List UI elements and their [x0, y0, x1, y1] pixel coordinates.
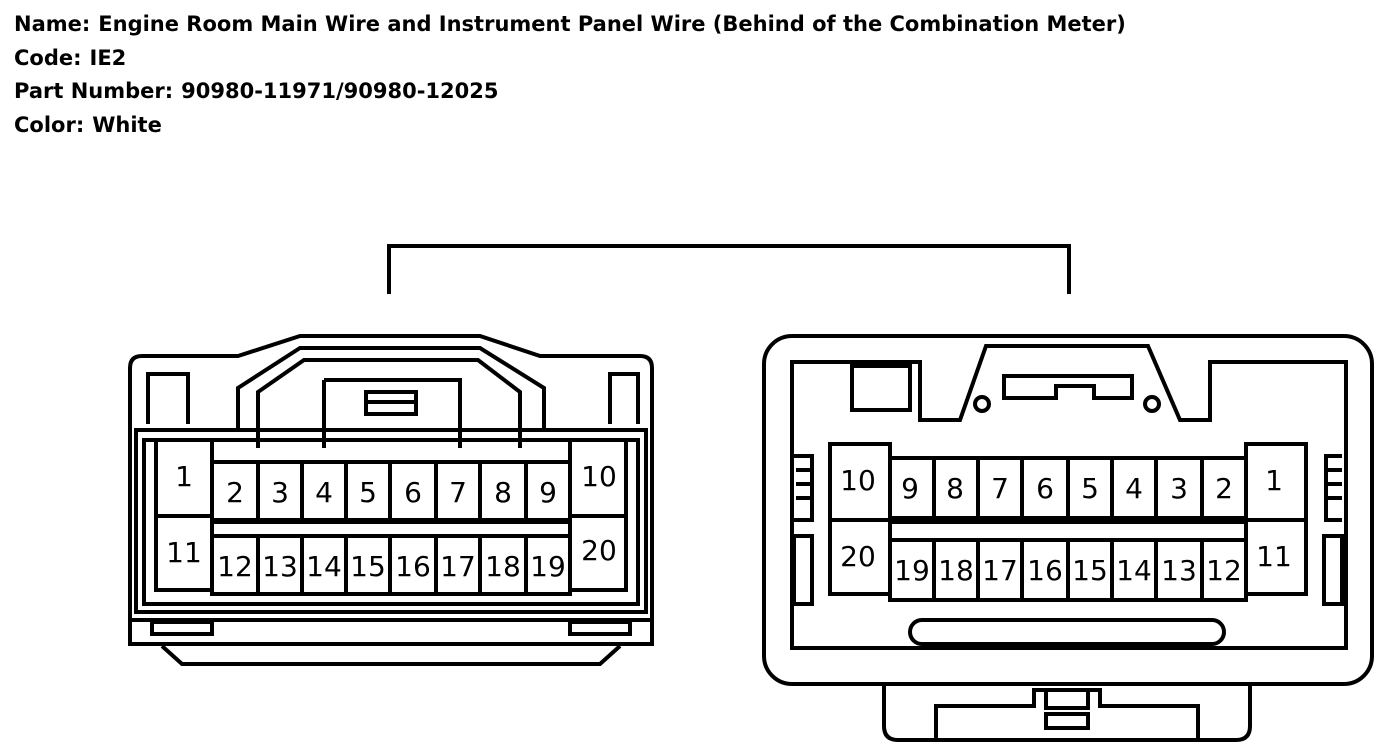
left-pin-20: 20	[581, 534, 617, 567]
left-pin-labels: 1 11 10 20 2 3 4 5 6 7 8 9 12 13 14 15 1…	[166, 460, 617, 583]
name-row: Name: Engine Room Main Wire and Instrumen…	[14, 8, 1126, 42]
right-pin-1: 1	[1265, 464, 1283, 497]
right-pin-labels: 10 20 1 11 9 8 7 6 5 4 3 2 19 18 17 16 1…	[840, 464, 1292, 587]
code-value: IE2	[89, 45, 127, 70]
right-pin-8: 8	[946, 472, 964, 505]
name-label: Name:	[14, 12, 91, 36]
right-pin-2: 2	[1215, 472, 1233, 505]
connector-info: Name: Engine Room Main Wire and Instrumen…	[14, 8, 1126, 142]
color-row: Color: White	[14, 109, 1126, 143]
left-pin-13: 13	[262, 550, 298, 583]
right-pin-7: 7	[991, 472, 1009, 505]
right-pin-4: 4	[1125, 472, 1143, 505]
color-value: White	[92, 112, 162, 137]
left-connector-housing	[128, 334, 654, 666]
left-pin-18: 18	[485, 550, 521, 583]
right-pin-5: 5	[1081, 472, 1099, 505]
left-pin-9: 9	[539, 476, 557, 509]
right-pin-20: 20	[840, 540, 876, 573]
right-pin-11: 11	[1256, 540, 1292, 573]
code-row: Code: IE2	[14, 42, 1126, 76]
right-connector-cavities	[828, 442, 1308, 602]
right-pin-13: 13	[1161, 554, 1197, 587]
right-pin-17: 17	[982, 554, 1018, 587]
left-pin-15: 15	[350, 550, 386, 583]
part-number-label: Part Number:	[14, 79, 174, 103]
left-pin-5: 5	[359, 476, 377, 509]
left-pin-4: 4	[315, 476, 333, 509]
name-value: Engine Room Main Wire and Instrument Pan…	[98, 12, 1126, 36]
left-pin-6: 6	[404, 476, 422, 509]
left-pin-12: 12	[217, 550, 253, 583]
left-pin-3: 3	[271, 476, 289, 509]
part-number-row: Part Number: 90980-11971/90980-12025	[14, 75, 1126, 109]
left-pin-10: 10	[581, 460, 617, 493]
right-pin-14: 14	[1116, 554, 1152, 587]
left-pin-17: 17	[440, 550, 476, 583]
right-connector-housing	[762, 334, 1374, 742]
right-pin-3: 3	[1170, 472, 1188, 505]
color-label: Color:	[14, 112, 85, 137]
right-pin-19: 19	[894, 554, 930, 587]
right-pin-18: 18	[938, 554, 974, 587]
left-pin-11: 11	[166, 536, 202, 569]
right-pin-12: 12	[1206, 554, 1242, 587]
code-label: Code:	[14, 45, 82, 70]
left-pin-7: 7	[449, 476, 467, 509]
left-pin-14: 14	[306, 550, 342, 583]
left-pin-2: 2	[226, 476, 244, 509]
left-pin-8: 8	[494, 476, 512, 509]
right-pin-15: 15	[1072, 554, 1108, 587]
left-pin-19: 19	[530, 550, 566, 583]
right-pin-6: 6	[1036, 472, 1054, 505]
right-pin-10: 10	[840, 464, 876, 497]
right-pin-9: 9	[901, 472, 919, 505]
part-number-value: 90980-11971/90980-12025	[181, 79, 499, 103]
right-pin-16: 16	[1027, 554, 1063, 587]
left-pin-1: 1	[175, 460, 193, 493]
left-pin-16: 16	[395, 550, 431, 583]
mating-bracket	[387, 244, 1071, 294]
left-connector-cavities	[154, 438, 628, 596]
